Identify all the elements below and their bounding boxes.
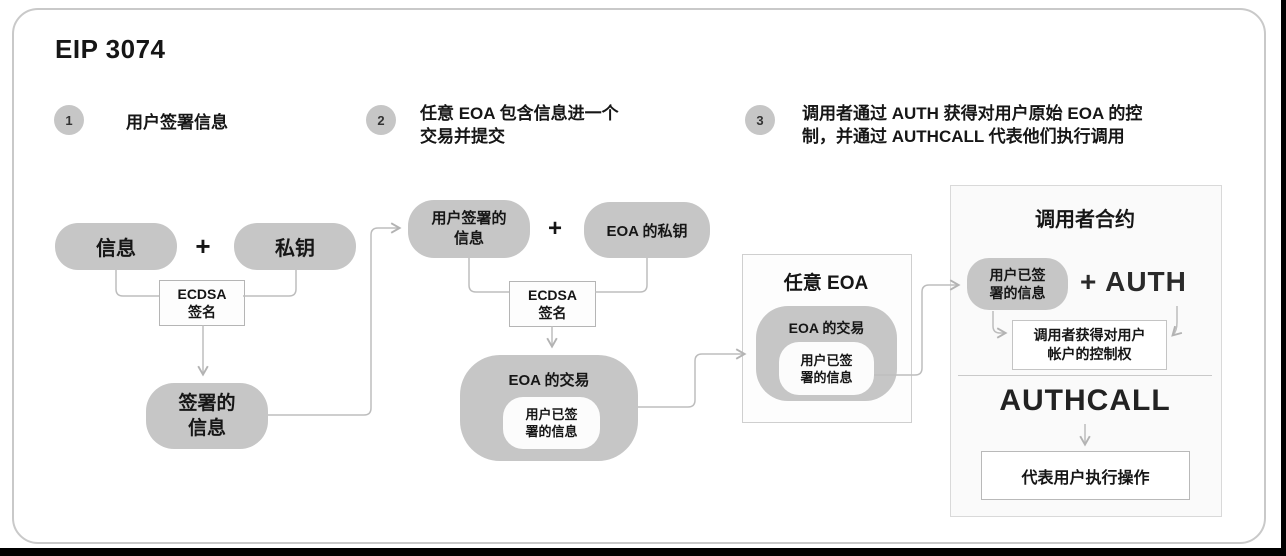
- control-gained-box: 调用者获得对用户 帐户的控制权: [1012, 320, 1167, 370]
- signed-message-box: 签署的 信息: [146, 383, 268, 449]
- message-box: 信息: [55, 223, 177, 270]
- user-signed-message-line1: 用户签署的: [431, 210, 507, 227]
- control-line1: 调用者获得对用户: [1033, 327, 1146, 343]
- ecdsa-sign-box-1: ECDSA 签名: [159, 280, 245, 326]
- user-signed-message-line2: 信息: [453, 230, 484, 247]
- ecdsa-2-line2: 签名: [538, 305, 567, 321]
- eoa-transaction-label: EOA 的交易: [508, 372, 590, 389]
- step-3-badge: 3: [745, 105, 775, 135]
- signed-message-line2: 信息: [187, 418, 226, 439]
- step-3-number: 3: [756, 112, 764, 128]
- eoa-inner-line2: 署的信息: [800, 369, 853, 385]
- act-on-behalf-label: 代表用户执行操作: [1021, 469, 1150, 487]
- plus-auth-label: + AUTH: [1080, 266, 1187, 297]
- step-2-badge: 2: [366, 105, 396, 135]
- signed-message-in-transaction-box: 用户已签 署的信息: [503, 397, 600, 449]
- step-2-number: 2: [377, 112, 385, 128]
- signed-message-in-eoa-box: 用户已签 署的信息: [779, 342, 874, 395]
- step-1-line1: 用户签署信息: [126, 113, 228, 132]
- control-line2: 帐户的控制权: [1047, 346, 1132, 362]
- step-3-line2: 制，并通过 AUTHCALL 代表他们执行调用: [802, 127, 1125, 146]
- eoa-transaction-label-2: EOA 的交易: [788, 320, 865, 336]
- page-title: EIP 3074: [55, 34, 166, 64]
- step-2-line2: 交易并提交: [420, 127, 505, 146]
- signed-message-in-contract-box: 用户已签 署的信息: [967, 258, 1068, 310]
- step-1-number: 1: [65, 112, 73, 128]
- ecdsa-2-line1: ECDSA: [527, 287, 577, 303]
- eoa-private-key-box: EOA 的私钥: [584, 202, 710, 258]
- step-3-line1: 调用者通过 AUTH 获得对用户原始 EOA 的控: [802, 104, 1143, 123]
- window-bottom-edge: [0, 548, 1286, 556]
- step-1-text: 用户签署信息: [126, 111, 228, 134]
- tx-inner-line1: 用户已签: [525, 407, 578, 422]
- signed-message-line1: 签署的: [178, 393, 236, 414]
- authcall-label: AUTHCALL: [999, 384, 1171, 417]
- act-on-behalf-box: 代表用户执行操作: [981, 451, 1190, 500]
- step-2-text: 任意 EOA 包含信息进一个 交易并提交: [420, 102, 619, 148]
- ecdsa-sign-box-2: ECDSA 签名: [509, 281, 596, 327]
- plus-sign-2: +: [547, 215, 562, 242]
- step-2-line1: 任意 EOA 包含信息进一个: [420, 104, 619, 123]
- private-key-label: 私钥: [275, 238, 315, 260]
- tx-inner-line2: 署的信息: [525, 424, 578, 439]
- eoa-inner-line1: 用户已签: [800, 352, 853, 368]
- caller-contract-title: 调用者合约: [1035, 209, 1135, 231]
- eoa-private-key-label: EOA 的私钥: [606, 222, 688, 240]
- contract-divider: [958, 375, 1212, 376]
- message-label: 信息: [96, 238, 136, 260]
- contract-signed-line2: 署的信息: [989, 285, 1046, 301]
- private-key-box: 私钥: [234, 223, 356, 270]
- step-1-badge: 1: [54, 105, 84, 135]
- step-3-text: 调用者通过 AUTH 获得对用户原始 EOA 的控 制，并通过 AUTHCALL…: [802, 102, 1142, 148]
- arbitrary-eoa-title: 任意 EOA: [783, 273, 869, 294]
- ecdsa-1-line2: 签名: [188, 304, 216, 320]
- user-signed-message-box: 用户签署的 信息: [408, 200, 530, 258]
- ecdsa-1-line1: ECDSA: [177, 286, 227, 302]
- contract-signed-line1: 用户已签: [989, 267, 1046, 283]
- plus-sign-1: +: [195, 231, 211, 261]
- window-right-edge: [1281, 0, 1286, 556]
